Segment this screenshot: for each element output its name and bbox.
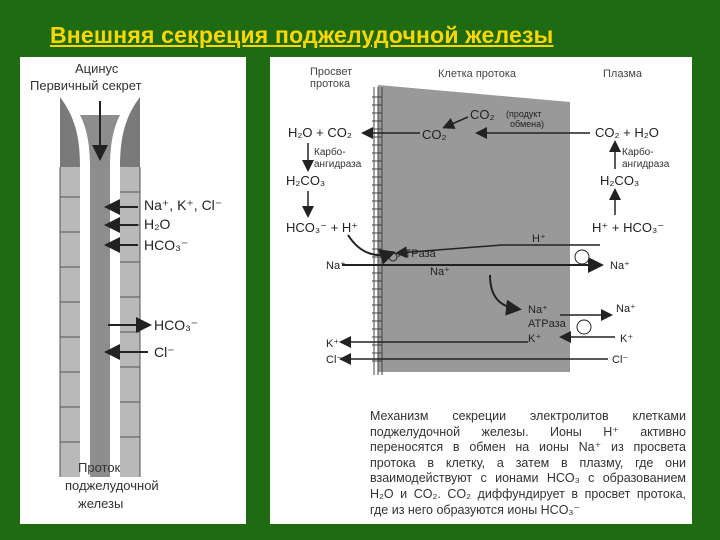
duct-label-line3: железы	[78, 496, 123, 511]
duct-cell-body	[378, 85, 570, 372]
cl-plasma-label: Cl⁻	[612, 354, 628, 366]
h-hco3-right-label: H⁺ + HCO₃⁻	[592, 220, 664, 235]
na-plasma2-label: Na⁺	[616, 303, 636, 315]
k-cell2-label: K⁺	[528, 333, 541, 345]
duct-schematic: Ацинус Первичный секрет Na⁺, K⁺, Cl⁻ H₂O…	[30, 61, 222, 511]
epithelium-cells	[59, 167, 141, 477]
h2co3-left-label: H₂CO₃	[286, 173, 325, 188]
carbo-right-line1: Карбо-	[622, 146, 654, 158]
lumen-label-line2: протока	[310, 78, 351, 90]
plasma-label: Плазма	[603, 68, 643, 80]
primary-secretion-label: Первичный секрет	[30, 78, 142, 93]
hco3-h-left-label: HCO₃⁻ + H⁺	[286, 220, 358, 235]
atpase-2-pump	[576, 319, 592, 335]
na-basolateral-arrow	[489, 274, 522, 316]
na-cell2-label: Na⁺	[528, 304, 548, 316]
na-exchanger	[574, 249, 590, 265]
mechanism-diagram: Просвет протока Клетка протока Плазма CO…	[286, 66, 670, 375]
slide-title: Внешняя секреция поджелудочной железы	[50, 22, 554, 48]
carbo-right-line2: ангидраза	[622, 159, 670, 170]
h2co3-right-label: H₂CO₃	[600, 173, 639, 188]
na-plasma-label: Na⁺	[610, 260, 630, 272]
co2-product-note1: (продукт	[506, 109, 542, 119]
acinus-label: Ацинус	[75, 61, 119, 76]
duct-lumen	[80, 115, 120, 477]
carbo-left-line1: Карбо-	[314, 146, 346, 158]
hco3-out-label: HCO₃⁻	[144, 237, 188, 253]
k-lumen-label: K⁺	[326, 338, 339, 350]
na-lumen-label: Na⁺	[326, 260, 346, 272]
h-cell-arrow	[395, 244, 503, 259]
microvilli	[372, 87, 383, 375]
duct-right-epithelium	[120, 167, 140, 477]
hco3-in-label: HCO₃⁻	[154, 317, 198, 333]
mechanism-panel: Просвет протока Клетка протока Плазма CO…	[270, 57, 692, 524]
duct-label-line2: поджелудочной	[65, 478, 159, 493]
duct-cell-label: Клетка протока	[438, 68, 517, 80]
atpase-2-label: ATPаза	[528, 318, 567, 330]
k-plasma-label: K⁺	[620, 333, 633, 345]
mechanism-caption: Механизм секреции электролитов клетками …	[370, 409, 686, 517]
lumen-h2o-co2-label: H₂O + CO₂	[288, 125, 352, 140]
na-cell-label: Na⁺	[430, 266, 450, 278]
carbo-left-line2: ангидраза	[314, 159, 362, 170]
co2-product-arrow	[442, 116, 469, 129]
ions-top-label: Na⁺, K⁺, Cl⁻	[144, 197, 222, 213]
lumen-label-line1: Просвет	[310, 66, 352, 78]
co2-product-label: CO₂	[470, 107, 495, 122]
h2o-label: H₂O	[144, 216, 171, 232]
co2-product-note2: обмена)	[510, 119, 544, 129]
cl-in-label: Cl⁻	[154, 344, 175, 360]
cell-co2-label: CO₂	[422, 127, 447, 142]
plasma-co2-h2o-label: CO₂ + H₂O	[595, 125, 659, 140]
h-cell-label: H⁺	[532, 233, 546, 245]
cl-lumen-label: Cl⁻	[326, 354, 342, 366]
duct-label-line1: Проток	[78, 460, 121, 475]
h-secretion-arrow	[347, 234, 396, 265]
duct-schematic-panel: Ацинус Первичный секрет Na⁺, K⁺, Cl⁻ H₂O…	[20, 57, 246, 524]
duct-left-epithelium	[60, 167, 80, 477]
